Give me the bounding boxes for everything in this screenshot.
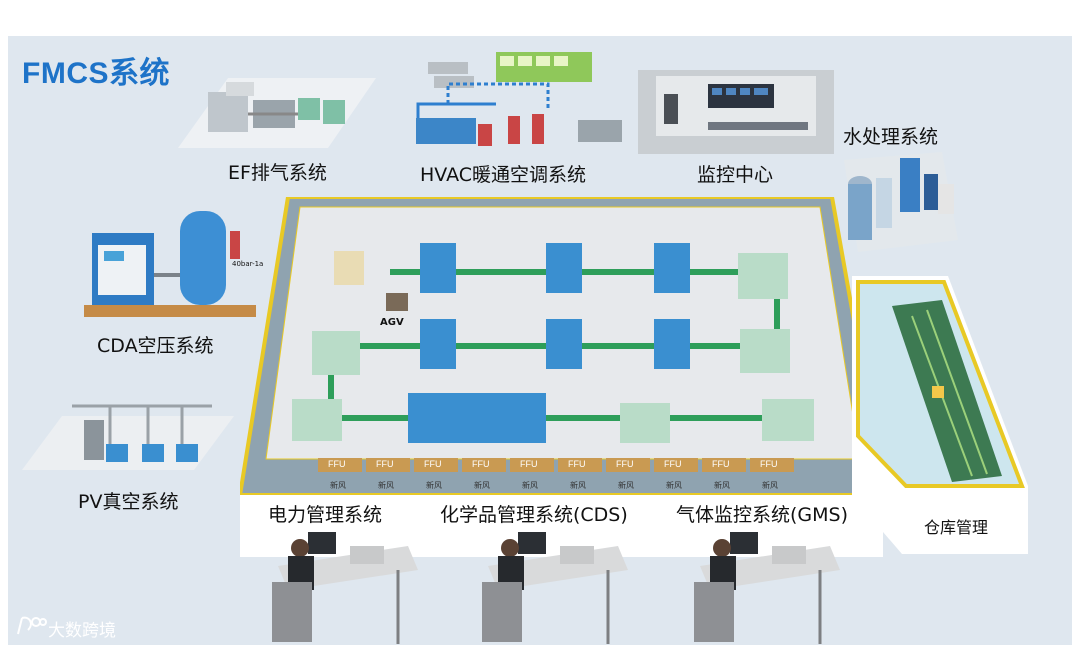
- hvac-system-label: HVAC暖通空调系统: [420, 164, 586, 186]
- fresh-air-label: 新风: [714, 481, 730, 490]
- ffu-label: FFU: [520, 459, 538, 469]
- ffu-strip: [318, 458, 794, 472]
- watermark-text: 大数跨境: [48, 621, 116, 641]
- fresh-air-label: 新风: [618, 481, 634, 490]
- pv-system-label: PV真空系统: [78, 491, 179, 513]
- cds-system-label: 化学品管理系统(CDS): [440, 504, 628, 526]
- diagram-title: FMCS系统: [22, 57, 170, 90]
- operator-workstation-3: [694, 532, 840, 644]
- fresh-air-label: 新风: [426, 481, 442, 490]
- fresh-air-label: 新风: [762, 481, 778, 490]
- warehouse-label: 仓库管理: [924, 518, 989, 537]
- cda-compressor-illustration: [84, 211, 256, 317]
- warehouse-illustration: [852, 276, 1028, 554]
- ffu-label: FFU: [712, 459, 730, 469]
- ffu-label: FFU: [472, 459, 490, 469]
- power-system-label: 电力管理系统: [268, 504, 383, 526]
- operator-workstation-2: [482, 532, 628, 644]
- ffu-label: FFU: [328, 459, 346, 469]
- monitoring-center-illustration: [638, 70, 834, 154]
- agv-label: AGV: [380, 317, 404, 328]
- ef-exhaust-illustration: [178, 78, 376, 148]
- fresh-air-label: 新风: [570, 481, 586, 490]
- water-treatment-illustration: [844, 152, 958, 252]
- ffu-label: FFU: [616, 459, 634, 469]
- monitoring-center-label: 监控中心: [697, 164, 774, 186]
- ef-system-label: EF排气系统: [228, 162, 327, 184]
- fresh-air-label: 新风: [666, 481, 682, 490]
- cda-tag: 40bar-1a: [232, 260, 264, 268]
- pv-vacuum-illustration: [22, 404, 234, 470]
- fresh-air-label: 新风: [330, 481, 346, 490]
- watermark-logo-icon: [17, 616, 47, 635]
- ffu-label: FFU: [424, 459, 442, 469]
- factory-floor-diagram: [240, 197, 885, 495]
- ffu-label: FFU: [568, 459, 586, 469]
- ffu-label: FFU: [376, 459, 394, 469]
- water-system-label: 水处理系统: [843, 126, 939, 148]
- hvac-illustration: [416, 52, 622, 146]
- gms-system-label: 气体监控系统(GMS): [676, 504, 849, 526]
- ffu-label: FFU: [664, 459, 682, 469]
- cda-system-label: CDA空压系统: [97, 335, 214, 357]
- operator-workstation-1: [272, 532, 418, 644]
- fresh-air-label: 新风: [522, 481, 538, 490]
- ffu-label: FFU: [760, 459, 778, 469]
- fresh-air-label: 新风: [378, 481, 394, 490]
- fresh-air-label: 新风: [474, 481, 490, 490]
